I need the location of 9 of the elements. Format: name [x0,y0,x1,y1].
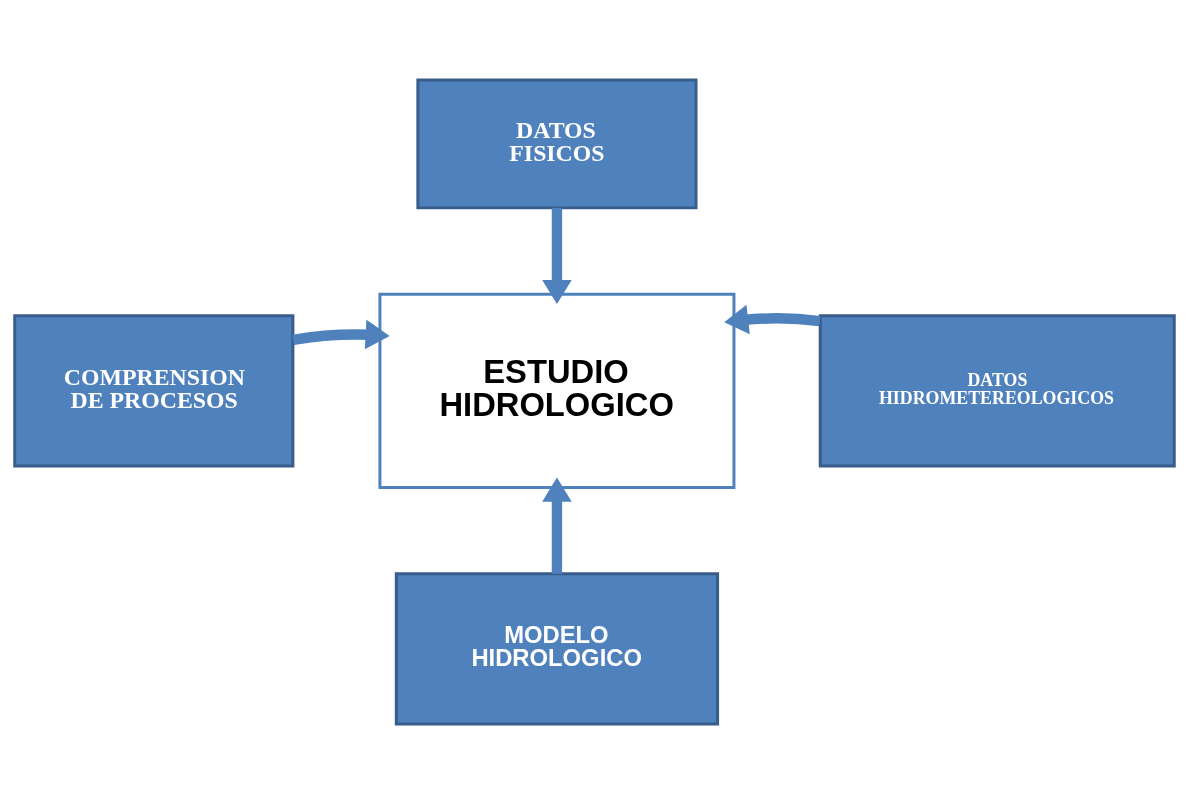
arrow [724,304,821,335]
node-box: ESTUDIO HIDROLOGICO [378,292,736,489]
arrow [542,477,572,574]
node-box: DATOS FISICOS [416,78,698,210]
node-box: MODELO HIDROLOGICO [394,572,720,726]
node-box: DATOS HIDROMETEREOLOGICOS [818,314,1176,468]
arrow [542,207,572,305]
arrow [292,319,390,350]
node-box: COMPRENSION DE PROCESOS [13,314,295,468]
